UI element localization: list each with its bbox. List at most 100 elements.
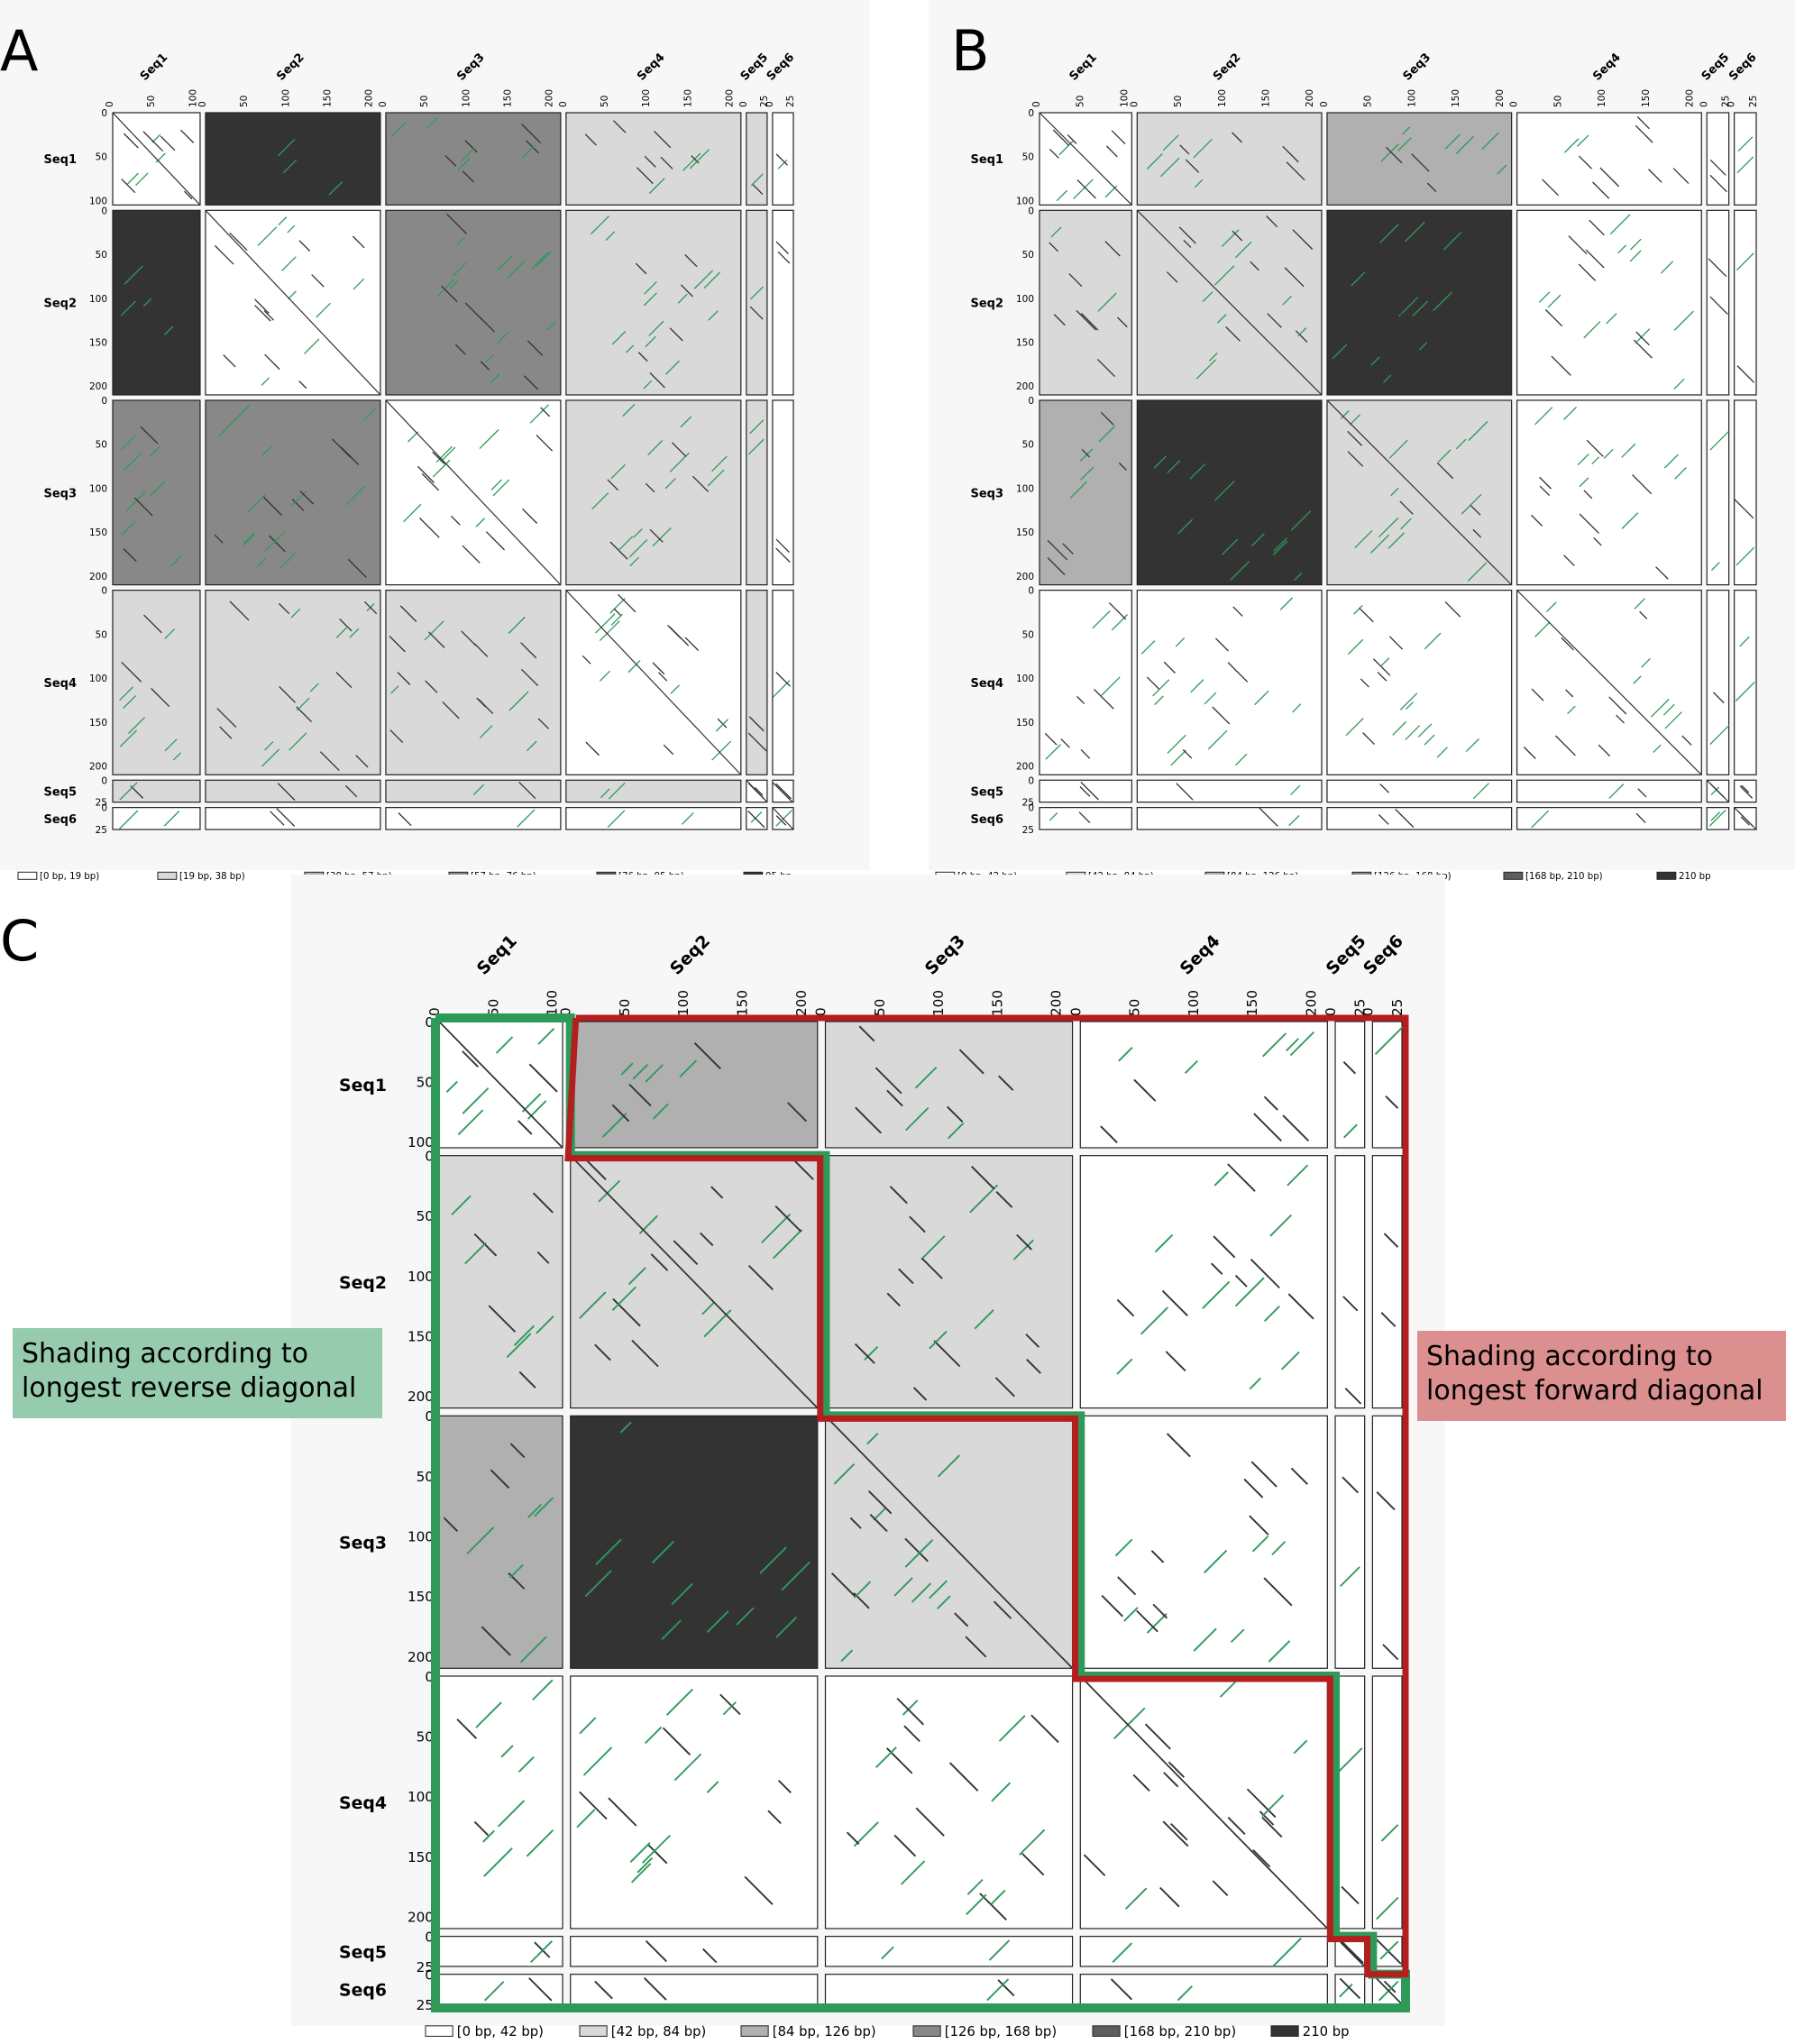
dotplot-cell-Seq6-Seq5 [746, 807, 768, 830]
dotplot-cell-Seq5-Seq6 [772, 779, 794, 803]
forward-match [607, 479, 619, 491]
reverse-match [1056, 189, 1068, 202]
cell-shade [1371, 1675, 1403, 1929]
reverse-match [905, 1106, 930, 1132]
dotplot-cell-Seq2-Seq3 [1326, 209, 1513, 396]
forward-match [1252, 1849, 1271, 1868]
reverse-match [462, 1087, 490, 1114]
reverse-match [485, 353, 494, 363]
forward-match [319, 751, 340, 772]
forward-match [1578, 263, 1597, 281]
reverse-match [119, 729, 138, 747]
reverse-match [482, 1829, 495, 1843]
reverse-match [1531, 810, 1550, 829]
dotplot-cell-Seq4-Seq6 [772, 590, 794, 775]
dotplot-cell-Seq1-Seq1 [438, 1021, 563, 1149]
reverse-match [243, 532, 255, 544]
forward-match [1741, 784, 1750, 793]
dotplot-cell-Seq2-Seq1 [438, 1155, 563, 1409]
reverse-match [1140, 640, 1156, 655]
reverse-match [1208, 352, 1218, 362]
dotplot-cell-Seq4-Seq1 [1039, 590, 1132, 775]
reverse-match [670, 684, 680, 694]
cell-shade [570, 1675, 819, 1929]
col-tick: 0 [558, 1007, 574, 1016]
forward-match [903, 1725, 920, 1743]
reverse-match [1012, 1239, 1034, 1260]
cell-shade [1039, 779, 1132, 803]
forward-match [1108, 601, 1127, 620]
reverse-match [118, 810, 139, 830]
reverse-match [1271, 1938, 1302, 1968]
dotplot-cell-Seq4-Seq3 [1326, 590, 1513, 775]
reverse-match [451, 1195, 472, 1216]
forward-match [645, 482, 655, 493]
cell-shade [1079, 1936, 1328, 1967]
forward-match [478, 315, 496, 333]
forward-match [454, 344, 466, 355]
row-tick: 0 [101, 803, 107, 814]
dotplot-cell-Seq3-Seq3 [824, 1415, 1074, 1669]
row-tick: 0 [1028, 586, 1034, 597]
reverse-match [1069, 481, 1087, 499]
row-label-Seq3: Seq3 [43, 487, 77, 500]
reverse-match [1230, 561, 1250, 581]
reverse-match [304, 338, 320, 354]
row-tick: 50 [417, 1208, 434, 1224]
col-tick: 100 [641, 89, 652, 107]
cell-shade [205, 590, 381, 775]
reverse-match [296, 697, 310, 711]
col-tick: 150 [1641, 89, 1652, 107]
forward-match [1227, 662, 1249, 683]
forward-match [462, 545, 481, 564]
dotplot-cell-Seq2-Seq1 [112, 209, 201, 396]
reverse-match [591, 492, 609, 510]
col-tick: 0 [1509, 101, 1520, 107]
reverse-match [1577, 453, 1589, 466]
reverse-match [1545, 601, 1557, 613]
row-tick: 0 [101, 206, 107, 216]
dotplot-cell-Seq1-Seq5 [1706, 112, 1730, 206]
reverse-match [1112, 1942, 1133, 1963]
forward-match [254, 305, 271, 322]
reverse-match [1184, 1059, 1198, 1074]
cell-shade [1079, 1155, 1328, 1409]
forward-match [1267, 313, 1282, 328]
forward-match [425, 680, 438, 693]
reverse-match [661, 1619, 682, 1640]
forward-match [177, 371, 188, 382]
reverse-match [775, 810, 792, 827]
forward-match [355, 755, 369, 768]
row-label-Seq4: Seq4 [339, 1794, 387, 1813]
forward-match [536, 435, 554, 452]
row-tick: 100 [1016, 483, 1034, 494]
forward-match [1372, 658, 1391, 676]
reverse-match [618, 536, 634, 552]
col-tick: 25 [1389, 999, 1406, 1016]
self-diagonal [205, 209, 381, 396]
cell-shade [1706, 590, 1730, 775]
reverse-match [531, 251, 549, 270]
reverse-match [472, 784, 484, 795]
forward-match [660, 156, 673, 170]
col-tick: 200 [1303, 990, 1319, 1016]
reverse-match [1293, 1739, 1308, 1755]
reverse-match [170, 555, 182, 567]
reverse-match [353, 278, 365, 290]
cell-shade [112, 779, 201, 803]
dotplot-cell-Seq6-Seq6 [1734, 807, 1757, 830]
forward-match [269, 535, 286, 553]
reverse-match [1465, 738, 1480, 753]
reverse-match [990, 1889, 1006, 1906]
forward-match [1100, 411, 1114, 426]
reverse-match [680, 416, 692, 428]
forward-match [649, 372, 665, 389]
forward-match [1598, 744, 1611, 757]
reverse-match [436, 279, 455, 298]
row-tick: 0 [101, 586, 107, 597]
reverse-match [673, 1753, 702, 1782]
forward-match [398, 812, 412, 827]
cell-shade [1734, 399, 1757, 586]
forward-match [1047, 557, 1066, 575]
